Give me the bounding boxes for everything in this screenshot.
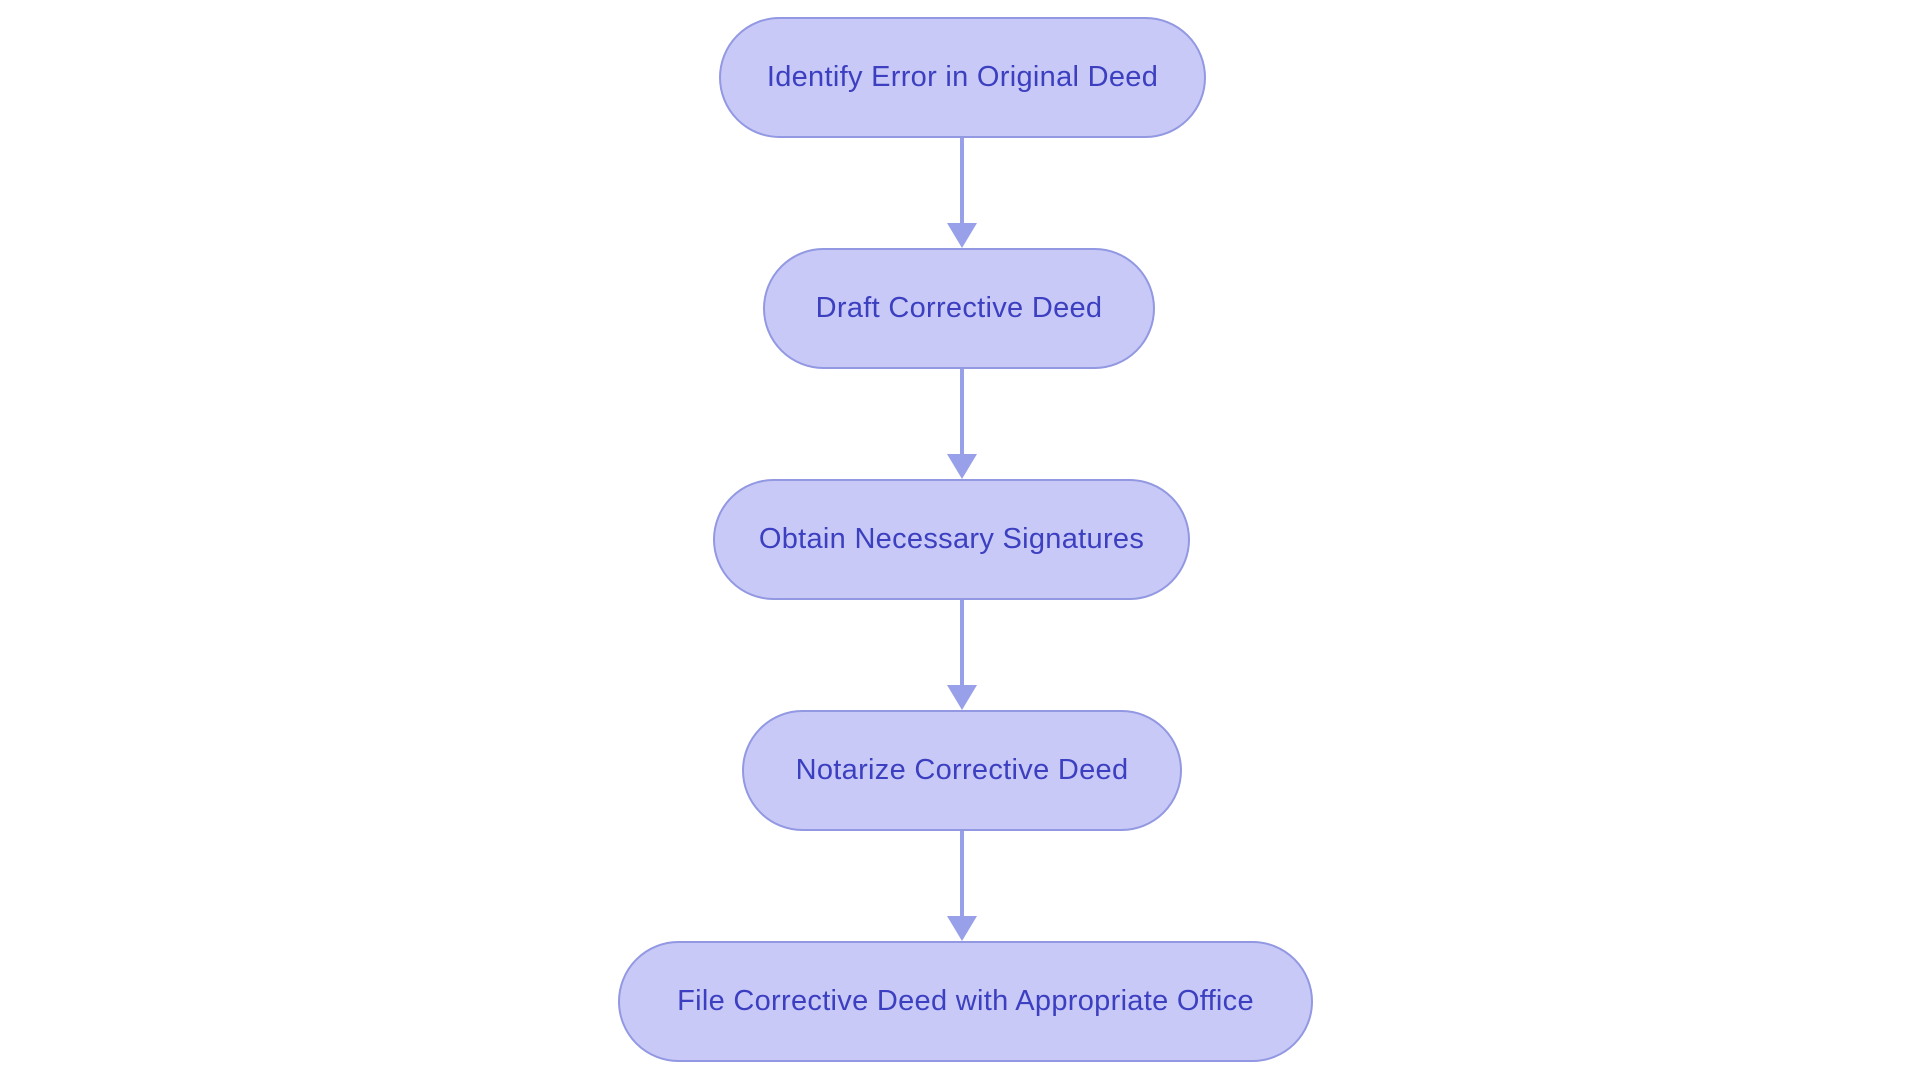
flow-arrow-4 xyxy=(947,831,977,941)
node-file-deed: File Corrective Deed with Appropriate Of… xyxy=(618,941,1313,1062)
arrow-down-icon xyxy=(947,223,977,248)
arrow-down-icon xyxy=(947,454,977,479)
node-label: Obtain Necessary Signatures xyxy=(758,523,1145,556)
arrow-line xyxy=(960,600,964,685)
flow-arrow-3 xyxy=(947,600,977,710)
node-label: Draft Corrective Deed xyxy=(815,292,1103,325)
arrow-down-icon xyxy=(947,685,977,710)
flow-arrow-2 xyxy=(947,369,977,479)
arrow-line xyxy=(960,831,964,916)
arrow-line xyxy=(960,138,964,223)
node-label: File Corrective Deed with Appropriate Of… xyxy=(677,985,1254,1018)
arrow-line xyxy=(960,369,964,454)
node-draft-corrective-deed: Draft Corrective Deed xyxy=(763,248,1155,369)
flow-arrow-1 xyxy=(947,138,977,248)
arrow-down-icon xyxy=(947,916,977,941)
node-obtain-signatures: Obtain Necessary Signatures xyxy=(713,479,1190,600)
node-label: Identify Error in Original Deed xyxy=(766,61,1159,94)
node-identify-error: Identify Error in Original Deed xyxy=(719,17,1206,138)
node-label: Notarize Corrective Deed xyxy=(795,754,1129,787)
node-notarize-deed: Notarize Corrective Deed xyxy=(742,710,1182,831)
